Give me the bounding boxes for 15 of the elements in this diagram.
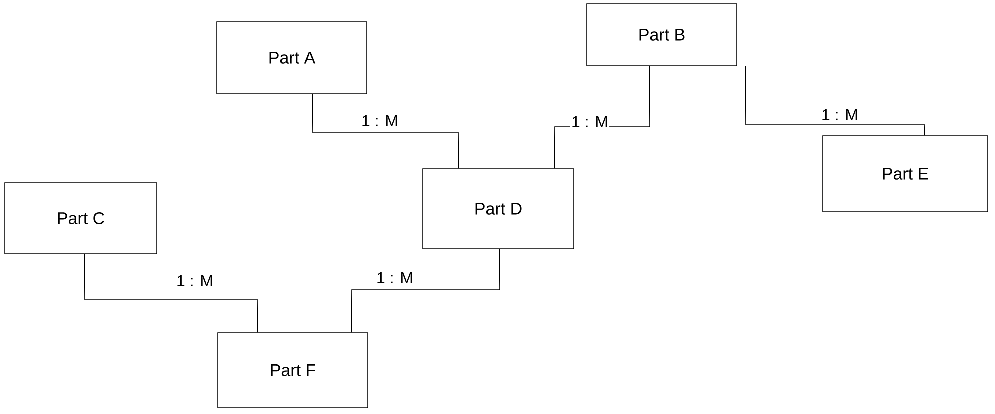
- connector-line: [745, 66, 926, 136]
- connector-line: [84, 254, 258, 333]
- entity-box: Part E: [822, 136, 988, 212]
- edge-label: 1 : M: [820, 108, 860, 122]
- edge-label: 1 : M: [570, 115, 610, 128]
- edge-label: 1 : M: [176, 274, 215, 288]
- entity-box: Part C: [4, 182, 158, 254]
- entity-box: Part A: [216, 22, 368, 94]
- connector-line: [351, 248, 500, 333]
- entity-box: Part D: [422, 168, 574, 250]
- edge-label: 1 : M: [375, 271, 415, 284]
- edge-label: 1 : M: [360, 114, 400, 128]
- entity-box: Part B: [586, 4, 738, 66]
- connector-line: [312, 94, 460, 169]
- entity-box: Part F: [218, 332, 368, 408]
